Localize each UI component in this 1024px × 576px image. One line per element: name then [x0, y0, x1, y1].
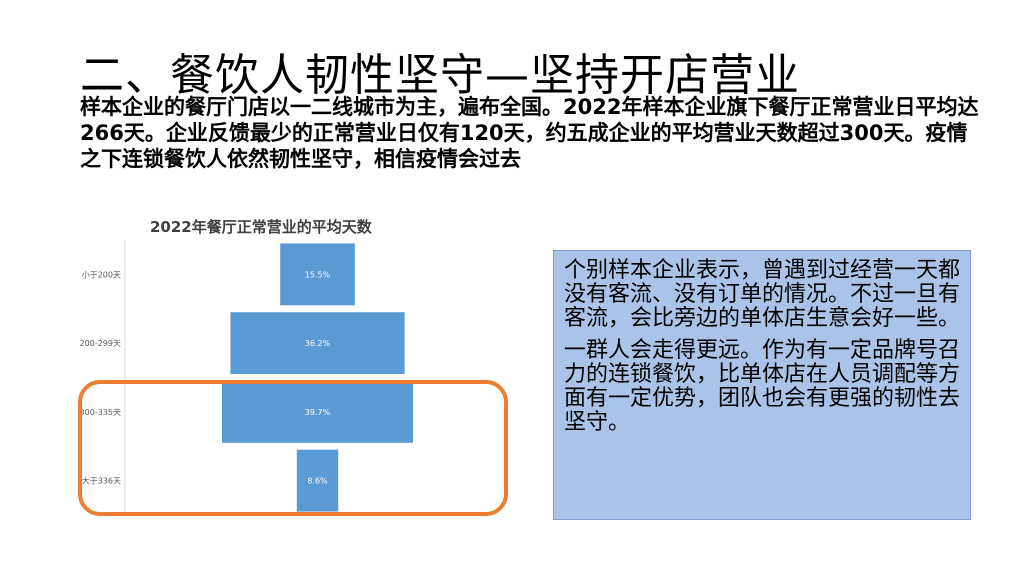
callout-paragraph-1: 个别样本企业表示，曾遇到过经营一天都没有客流、没有订单的情况。不过一旦有客流，会…: [564, 258, 961, 331]
category-tick-label-4: 大于336天: [82, 476, 121, 486]
bar-1: [280, 243, 355, 306]
bar-value-label-1: 15.5%: [305, 270, 331, 279]
category-tick-label-3: 300-335天: [80, 408, 121, 417]
bar-value-label-3: 39.7%: [305, 408, 331, 417]
highlight-frame: [78, 380, 508, 516]
bar-value-label-4: 8.6%: [307, 477, 328, 486]
slide-title: 二、餐饮人韧性坚守—坚持开店营业: [80, 50, 800, 101]
bar-4: [296, 449, 339, 512]
category-tick-label-1: 小于200天: [82, 270, 121, 279]
bar-2: [230, 312, 405, 375]
chart-title: 2022年餐厅正常营业的平均天数: [150, 218, 372, 236]
slide-body-text: 样本企业的餐厅门店以一二线城市为主，遍布全国。2022年样本企业旗下餐厅正常营业…: [80, 95, 979, 171]
bar-value-label-2: 36.2%: [305, 339, 331, 348]
callout-paragraph-2: 一群人会走得更远。作为有一定品牌号召力的连锁餐饮，比单体店在人员调配等方面有一定…: [564, 338, 961, 435]
callout-box: 个别样本企业表示，曾遇到过经营一天都没有客流、没有订单的情况。不过一旦有客流，会…: [553, 250, 971, 520]
category-tick-label-2: 200-299天: [80, 339, 121, 348]
bar-3: [221, 380, 414, 443]
